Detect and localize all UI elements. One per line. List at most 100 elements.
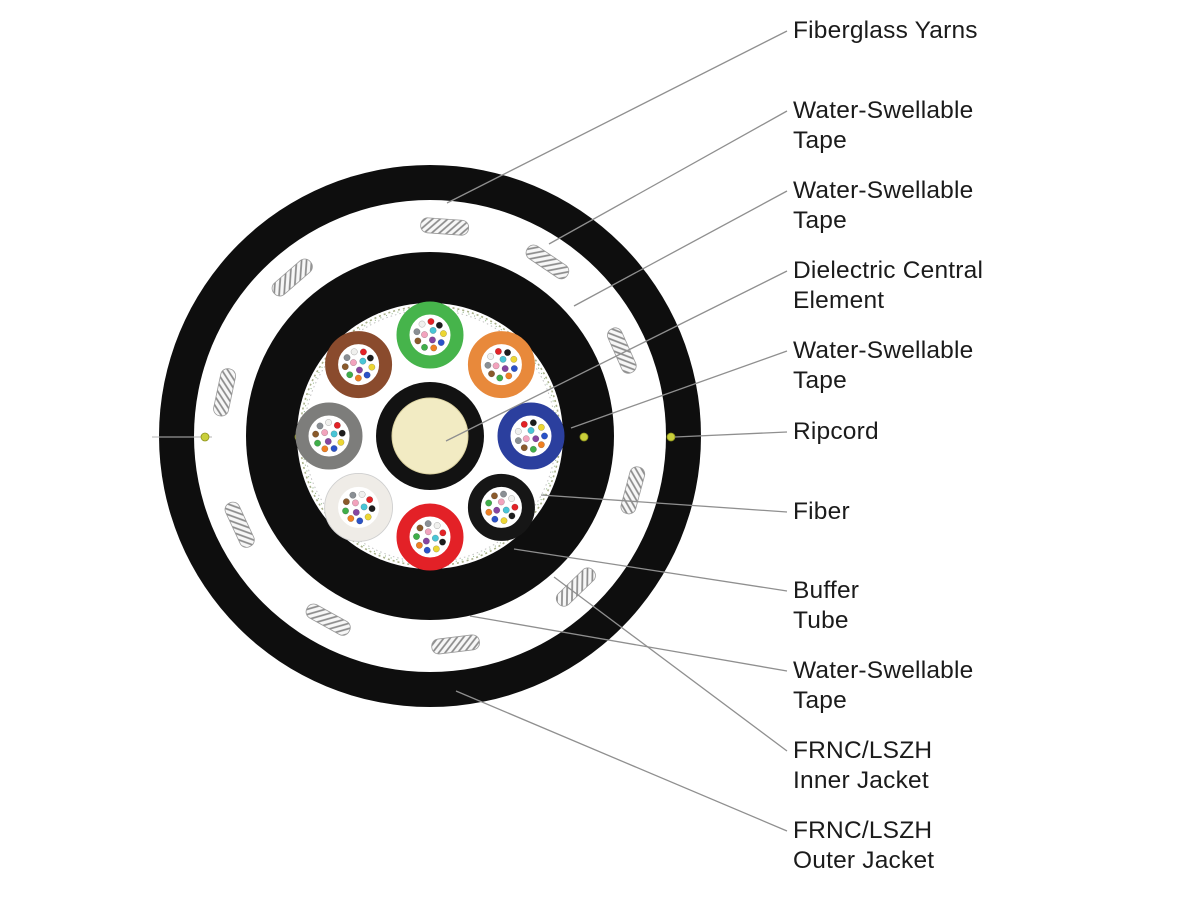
fiber-dot	[330, 430, 338, 438]
leader-line	[513, 548, 788, 592]
fiber-dot	[359, 348, 367, 356]
leader-lines	[445, 30, 788, 832]
fiber-dot	[428, 336, 436, 344]
fiber-dot	[500, 490, 507, 498]
fiberglass-yarn-mark	[525, 244, 570, 280]
fiber-dot	[342, 507, 349, 515]
fiber-dot	[439, 330, 447, 338]
fiber-dot	[484, 361, 492, 369]
fiber-dot	[360, 503, 368, 511]
fiberglass-yarn-mark	[305, 603, 351, 636]
leader-line	[540, 494, 788, 513]
core-contents	[295, 301, 565, 571]
fiber-dot	[432, 545, 440, 553]
fiber-dot	[491, 515, 499, 523]
fiber-dot	[354, 374, 362, 382]
fiber-dot	[341, 363, 349, 371]
leader-line	[674, 431, 788, 438]
fiberglass-yarn-mark	[271, 258, 313, 297]
buffer-tube-blue	[497, 402, 565, 470]
buffer-tube-outline	[324, 473, 393, 542]
leader-line	[570, 350, 788, 429]
fiberglass-yarn-mark	[213, 368, 237, 417]
fiber-dot	[508, 512, 516, 520]
fiber-dot	[337, 438, 345, 446]
leader-line	[548, 110, 788, 245]
fiber-dot	[437, 339, 445, 346]
fiber-dot	[485, 499, 493, 507]
buffer-tube-ring	[325, 331, 393, 399]
fiber-dot	[321, 445, 329, 453]
fiber-dot	[356, 517, 364, 525]
fiber-dot	[537, 441, 545, 449]
fiber-dot	[488, 370, 495, 378]
buffer-tube-ring	[325, 473, 393, 541]
fiber-dot	[424, 528, 432, 536]
fiber-dot	[350, 348, 358, 356]
fiber-dot	[316, 422, 324, 430]
fiber-dot	[502, 506, 510, 514]
fiber-dot	[321, 429, 329, 437]
leader-line	[469, 615, 788, 672]
fiber-dot	[422, 537, 430, 545]
buffer-tube-green	[396, 301, 464, 369]
fiber-dot	[414, 337, 422, 345]
fiberglass-yarn-mark	[431, 634, 480, 655]
fiber-dot	[346, 371, 354, 379]
buffer-tube-ring	[396, 503, 464, 571]
fiber-dot	[342, 498, 350, 506]
buffer-tube-orange	[467, 331, 535, 399]
buffer-tube-ring	[467, 331, 535, 399]
fiber-dot	[439, 529, 447, 537]
fiber-dot	[421, 331, 428, 339]
fiber-dot	[508, 495, 516, 503]
fiber-dot	[347, 515, 355, 522]
leader-line	[455, 690, 788, 832]
buffer-tube-red	[396, 503, 464, 571]
fiber-dot	[520, 444, 528, 452]
fiber-dot	[529, 445, 537, 453]
fiber-dot	[418, 320, 426, 328]
fiber-dot	[368, 505, 376, 513]
fiber-dot	[358, 490, 366, 498]
fiber-dot	[415, 541, 423, 549]
fiber-dot	[325, 419, 332, 426]
fiber-dot	[501, 365, 509, 373]
fiber-dot	[510, 365, 518, 372]
fiber-dot	[511, 503, 519, 511]
fiber-dot	[413, 328, 421, 336]
fiber-dot	[500, 517, 508, 525]
fiber-dot	[351, 499, 359, 507]
ripcord-dot	[579, 432, 589, 442]
fiber-dot	[349, 359, 357, 367]
fiber-dot	[324, 437, 332, 445]
fiber-dot	[352, 508, 360, 516]
ripcord-dot	[666, 432, 676, 442]
fiberglass-yarn-mark	[607, 327, 637, 374]
buffer-tube-slate	[295, 402, 363, 470]
leader-line	[445, 270, 788, 442]
fiber-dot	[487, 353, 495, 360]
leader-line	[553, 576, 788, 752]
fiber-dot	[366, 496, 374, 504]
fiber-dot	[355, 366, 363, 374]
fiber-dot	[368, 363, 376, 371]
fiber-dot	[439, 538, 446, 546]
fiber-dot	[424, 520, 432, 528]
fiber-dot	[421, 343, 428, 351]
dielectric-central-element-core	[391, 397, 469, 475]
fiber-dot	[499, 355, 507, 363]
fiber-dot	[429, 326, 437, 334]
buffer-tube-ring	[497, 402, 565, 470]
fiber-dot	[537, 423, 545, 431]
fiber-dot	[527, 427, 535, 434]
fiber-dot	[366, 354, 374, 362]
fiber-dot	[330, 445, 338, 452]
buffer-tube-ring	[396, 301, 464, 369]
fiber-dot	[430, 344, 438, 352]
fiber-dot	[333, 421, 341, 429]
fiber-dot	[494, 347, 502, 355]
fiberglass-yarn-mark	[224, 501, 255, 548]
ripcord-dot	[200, 432, 210, 442]
fiber-dot	[364, 513, 372, 521]
